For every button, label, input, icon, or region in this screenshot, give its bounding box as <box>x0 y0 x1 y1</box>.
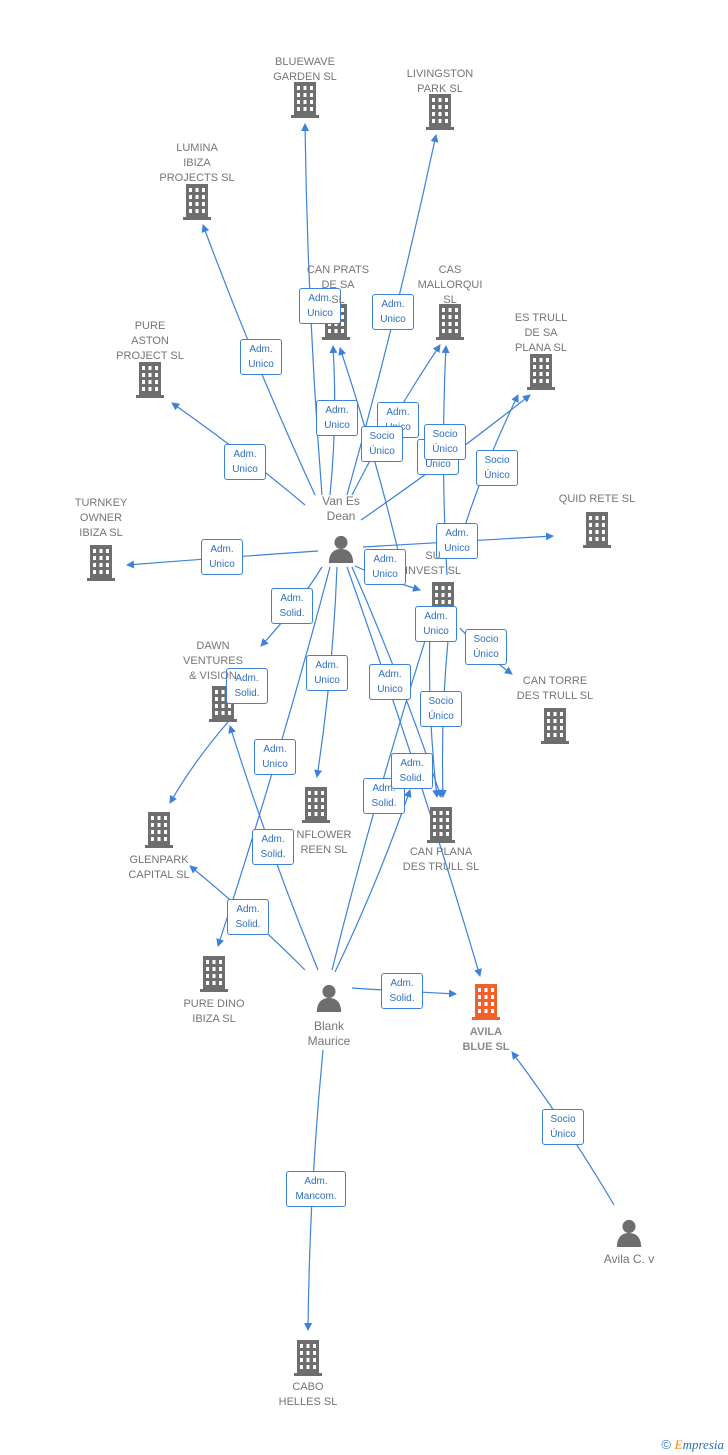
company-name-lumina[interactable]: LUMINA IBIZA PROJECTS SL <box>159 142 235 184</box>
person-icon[interactable] <box>616 1219 642 1247</box>
company-building-icon[interactable] <box>87 545 115 581</box>
company-building-icon[interactable] <box>183 184 211 220</box>
brand-name: mpresia <box>682 1437 724 1452</box>
relation-label[interactable]: Socio Único <box>420 691 462 727</box>
company-building-icon[interactable] <box>294 1340 322 1376</box>
relation-label[interactable]: Adm. Unico <box>240 339 282 375</box>
company-name-suinvest[interactable]: SU INVEST SL <box>404 550 462 577</box>
company-building-icon[interactable] <box>426 94 454 130</box>
person-icon[interactable] <box>328 535 354 563</box>
relation-label[interactable]: Adm. Mancom. <box>286 1171 346 1207</box>
relation-label[interactable]: Adm. Solid. <box>226 668 268 704</box>
relation-edge-dawn-glenpark <box>169 721 229 804</box>
company-name-livingston[interactable]: LIVINGSTON PARK SL <box>406 68 474 95</box>
company-building-icon[interactable] <box>527 354 555 390</box>
relation-label[interactable]: Adm. Unico <box>224 444 266 480</box>
company-building-icon[interactable] <box>302 787 330 823</box>
brand-initial: E <box>674 1437 683 1452</box>
relation-label[interactable]: Socio Único <box>465 629 507 665</box>
company-building-icon[interactable] <box>541 708 569 744</box>
company-building-icon[interactable] <box>436 304 464 340</box>
relation-label[interactable]: Adm. Unico <box>201 539 243 575</box>
person-name-avilac[interactable]: Avila C. v <box>603 1252 655 1266</box>
relation-label[interactable]: Socio Único <box>476 450 518 486</box>
company-name-sunflower[interactable]: NFLOWER REEN SL <box>296 829 352 856</box>
relation-label[interactable]: Adm. Unico <box>436 523 478 559</box>
person-icon[interactable] <box>316 984 342 1012</box>
relation-label[interactable]: Adm. Solid. <box>271 588 313 624</box>
company-name-casmallorqui[interactable]: CAS MALLORQUI SL <box>417 264 483 306</box>
copyright-symbol: © <box>661 1437 672 1452</box>
footer-credit: © Empresia <box>661 1437 724 1453</box>
company-building-icon[interactable] <box>583 512 611 548</box>
company-name-pureaston[interactable]: PURE ASTON PROJECT SL <box>116 320 184 362</box>
relation-label[interactable]: Adm. Unico <box>372 294 414 330</box>
company-building-icon[interactable] <box>145 812 173 848</box>
relation-label[interactable]: Adm. Solid. <box>227 899 269 935</box>
relation-label[interactable]: Adm. Unico <box>299 288 341 324</box>
relation-label[interactable]: Adm. Solid. <box>252 829 294 865</box>
relation-label[interactable]: Socio Único <box>424 424 466 460</box>
company-building-icon[interactable] <box>291 82 319 118</box>
company-building-icon[interactable] <box>136 362 164 398</box>
company-building-icon[interactable] <box>472 984 500 1020</box>
company-name-quidrete[interactable]: QUID RETE SL <box>558 493 636 505</box>
relation-label[interactable]: Socio Único <box>361 426 403 462</box>
relation-label[interactable]: Adm. Unico <box>364 549 406 585</box>
company-name-cabo[interactable]: CABO HELLES SL <box>278 1381 338 1408</box>
person-name-blank[interactable]: Blank Maurice <box>307 1019 351 1048</box>
company-name-bluewave[interactable]: BLUEWAVE GARDEN SL <box>273 56 337 83</box>
company-name-avila[interactable]: AVILA BLUE SL <box>462 1026 510 1053</box>
relation-label[interactable]: Adm. Solid. <box>381 973 423 1009</box>
relation-label[interactable]: Adm. Unico <box>316 400 358 436</box>
company-name-puredino[interactable]: PURE DINO IBIZA SL <box>183 998 245 1025</box>
company-name-glenpark[interactable]: GLENPARK CAPITAL SL <box>128 854 190 881</box>
relation-label[interactable]: Adm. Solid. <box>391 753 433 789</box>
company-name-turnkey[interactable]: TURNKEY OWNER IBIZA SL <box>74 497 128 539</box>
company-name-canplana[interactable]: CAN PLANA DES TRULL SL <box>402 846 480 873</box>
relation-label[interactable]: Socio Único <box>542 1109 584 1145</box>
company-building-icon[interactable] <box>427 807 455 843</box>
relation-label[interactable]: Adm. Unico <box>369 664 411 700</box>
company-name-cantorre[interactable]: CAN TORRE DES TRULL SL <box>516 675 594 702</box>
company-building-icon[interactable] <box>200 956 228 992</box>
relation-label[interactable]: Adm. Unico <box>306 655 348 691</box>
relation-label[interactable]: Adm. Unico <box>254 739 296 775</box>
company-name-estrull[interactable]: ES TRULL DE SA PLANA SL <box>514 312 568 354</box>
company-name-canprats[interactable]: CAN PRATS DE SA SL <box>306 264 370 306</box>
relation-label[interactable]: Adm. Unico <box>415 606 457 642</box>
person-name-vanes[interactable]: Van Es Dean <box>322 494 360 523</box>
company-name-dawn[interactable]: DAWN VENTURES & VISION <box>183 640 243 682</box>
